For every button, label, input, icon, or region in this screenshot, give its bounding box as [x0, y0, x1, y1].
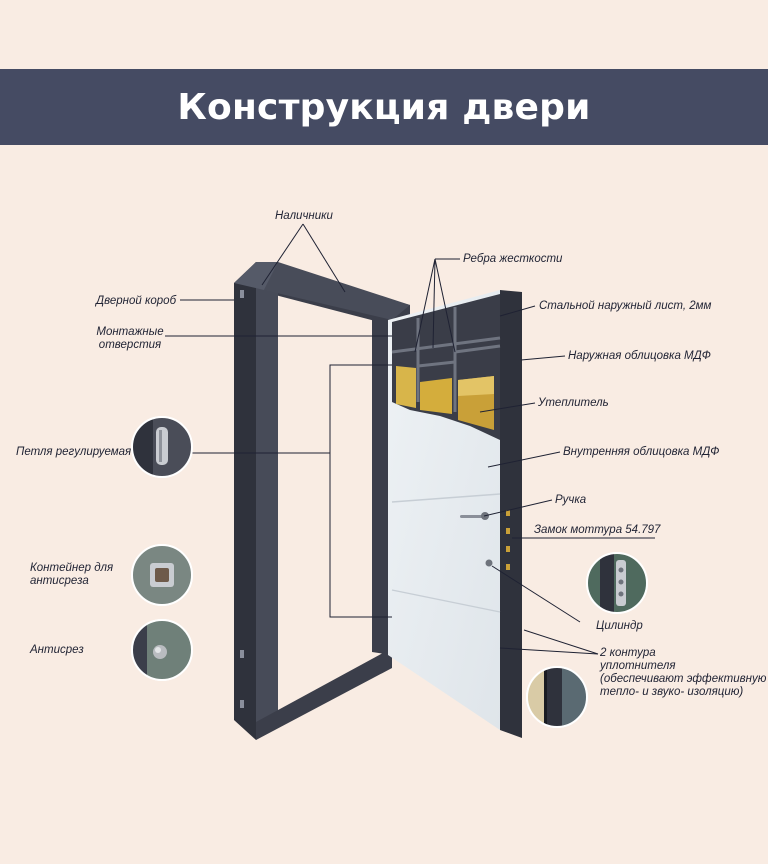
label-kontur-line2: уплотнителя: [600, 660, 676, 672]
label-petlya: Петля регулируемая: [16, 446, 132, 458]
label-kontur-line4: тепло- и звуко- изоляцию): [600, 686, 744, 698]
hinge-icon: [131, 416, 193, 478]
cylinder-keyhole: [485, 559, 493, 567]
label-kontur: 2 контура уплотнителя (обеспечивают эффе…: [600, 647, 766, 699]
label-konteyner-line2: антисреза: [30, 575, 89, 587]
label-ruchka: Ручка: [555, 494, 587, 506]
label-montazhnye: Монтажные отверстия: [92, 326, 168, 352]
label-nalichniki: Наличники: [275, 210, 333, 222]
page-title: Конструкция двери: [177, 86, 591, 128]
door-leaf: [388, 290, 522, 738]
label-naruzhnaya: Наружная облицовка МДФ: [568, 350, 711, 362]
label-kontur-line1: 2 контура: [600, 647, 656, 659]
lock-bolts: [506, 510, 510, 570]
label-zamok: Замок моттура 54.797: [534, 524, 661, 536]
handle: [460, 512, 489, 520]
stiffening-ribs: [391, 307, 501, 412]
insulation: [396, 366, 494, 430]
label-rebra: Ребра жесткости: [463, 253, 563, 265]
label-montazhnye-line2: отверстия: [98, 339, 162, 351]
label-montazhnye-line1: Монтажные: [96, 326, 164, 338]
door-frame: [234, 262, 410, 740]
anti-cut-pin-icon: [131, 619, 193, 681]
label-kontur-line3: (обеспечивают эффективную: [600, 673, 767, 685]
label-vnutrennyaya: Внутренняя облицовка МДФ: [563, 446, 720, 458]
title-banner: Конструкция двери: [0, 69, 768, 145]
label-konteyner-line1: Контейнер для: [30, 562, 114, 574]
lock-cylinder-icon: [586, 552, 648, 614]
label-uteplitel: Утеплитель: [538, 397, 609, 409]
label-konteyner: Контейнер для антисреза: [30, 562, 113, 588]
label-stalnoy: Стальной наружный лист, 2мм: [539, 300, 712, 312]
label-cilindr: Цилиндр: [596, 620, 643, 632]
leader-lines: [165, 223, 655, 655]
label-korob: Дверной короб: [96, 295, 177, 307]
anti-cut-container-icon: [131, 544, 193, 606]
door-seal-icon: [526, 666, 588, 728]
label-antisrez: Антисрез: [30, 644, 84, 656]
